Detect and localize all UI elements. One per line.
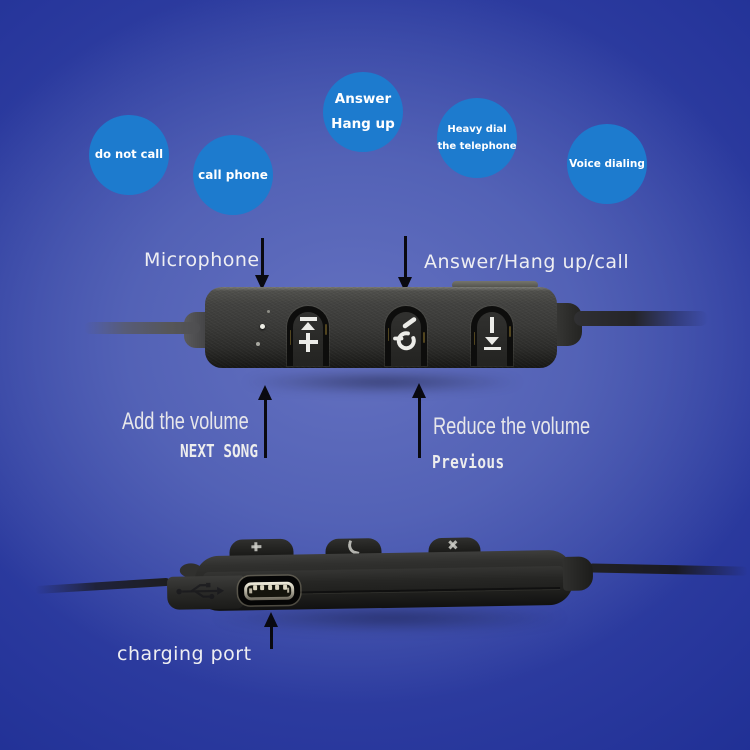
cable-left xyxy=(84,322,200,334)
label-reduce-the-volume: Reduce the volume xyxy=(433,413,591,440)
remote-control-bottom xyxy=(34,516,748,644)
microphone-hole xyxy=(260,324,265,329)
bubble-do-not-call: do not call xyxy=(89,115,169,195)
remote-shadow xyxy=(240,371,525,393)
cable-right xyxy=(574,311,708,326)
microphone-hole xyxy=(267,310,270,313)
label-add-the-volume: Add the volume xyxy=(122,408,249,435)
label-previous: Previous xyxy=(432,452,505,473)
volume-down-previous-button xyxy=(471,306,513,366)
label-answer-hang-up-call: Answer/Hang up/call xyxy=(424,251,630,273)
bubble-voice-dialing: Voice dialing xyxy=(567,124,647,204)
cable-strain-relief-bottom-right xyxy=(562,556,594,591)
redial-circle-arrow-icon xyxy=(393,317,417,351)
up-arrow-charging-port-icon xyxy=(264,612,279,649)
microphone-hole xyxy=(256,342,260,346)
skip-down-bar-icon xyxy=(490,317,494,333)
answer-hangup-button xyxy=(385,306,427,366)
usb-trident-icon xyxy=(176,582,225,600)
cable-right-bottom xyxy=(587,563,748,576)
down-arrow-answer-icon xyxy=(398,236,413,292)
label-charging-port: charging port xyxy=(117,643,252,665)
up-arrow-volume-down-icon xyxy=(412,383,427,458)
side-button xyxy=(452,281,538,289)
label-next-song: NEXT SONG xyxy=(180,441,259,462)
bubble-call-phone: call phone xyxy=(193,135,273,215)
cable-left-bottom xyxy=(34,577,171,595)
volume-up-next-button xyxy=(287,306,329,366)
bubble-heavy-dial: Heavy dial the telephone xyxy=(437,98,517,178)
bubble-answer-hang-up: Answer Hang up xyxy=(323,72,403,152)
down-arrow-microphone-icon xyxy=(255,238,270,290)
skip-up-plus-icon xyxy=(299,317,317,321)
label-microphone: Microphone xyxy=(144,249,260,271)
up-arrow-volume-up-icon xyxy=(258,385,273,458)
